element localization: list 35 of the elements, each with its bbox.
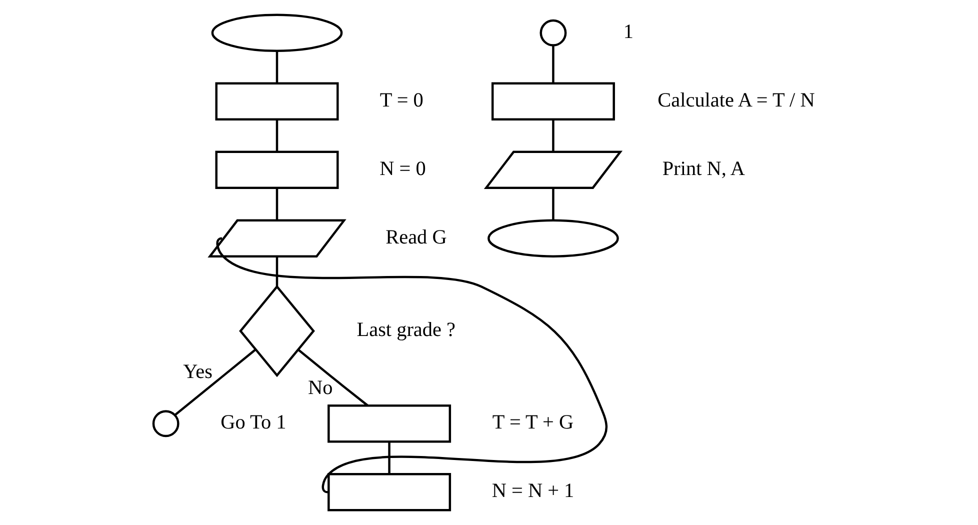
- connector: [275, 51, 278, 84]
- connector: [275, 120, 278, 152]
- node-label: T = T + G: [492, 412, 574, 434]
- connector: [552, 188, 554, 220]
- edge-label: Yes: [182, 360, 212, 383]
- node-diamond: [238, 284, 314, 378]
- connector: [275, 188, 278, 220]
- node-box: [214, 82, 338, 120]
- node-label: Go To 1: [220, 412, 286, 434]
- connector: [552, 45, 554, 83]
- node-oval: [210, 14, 342, 52]
- node-label: T = 0: [379, 89, 423, 112]
- node-circle: [539, 19, 566, 46]
- node-box: [327, 404, 451, 443]
- node-label: Print N, A: [662, 158, 744, 180]
- node-box: [327, 473, 451, 512]
- connector: [388, 442, 390, 474]
- node-box: [490, 82, 614, 120]
- node-label: 1: [622, 20, 634, 43]
- connector: [174, 348, 256, 416]
- node-label: Calculate A = T / N: [657, 89, 814, 112]
- node-label: N = N + 1: [491, 480, 574, 502]
- node-circle: [152, 410, 179, 438]
- edge-label: No: [308, 376, 332, 399]
- node-oval: [487, 219, 618, 258]
- node-label: N = 0: [379, 158, 426, 180]
- connector: [275, 256, 278, 287]
- node-parallelogram: [207, 219, 346, 258]
- node-label: Read G: [385, 226, 446, 248]
- node-label: Last grade ?: [356, 318, 455, 341]
- node-box: [214, 150, 338, 189]
- connector: [216, 238, 607, 493]
- node-parallelogram: [483, 150, 622, 189]
- connector: [552, 120, 554, 152]
- connector: [297, 349, 368, 406]
